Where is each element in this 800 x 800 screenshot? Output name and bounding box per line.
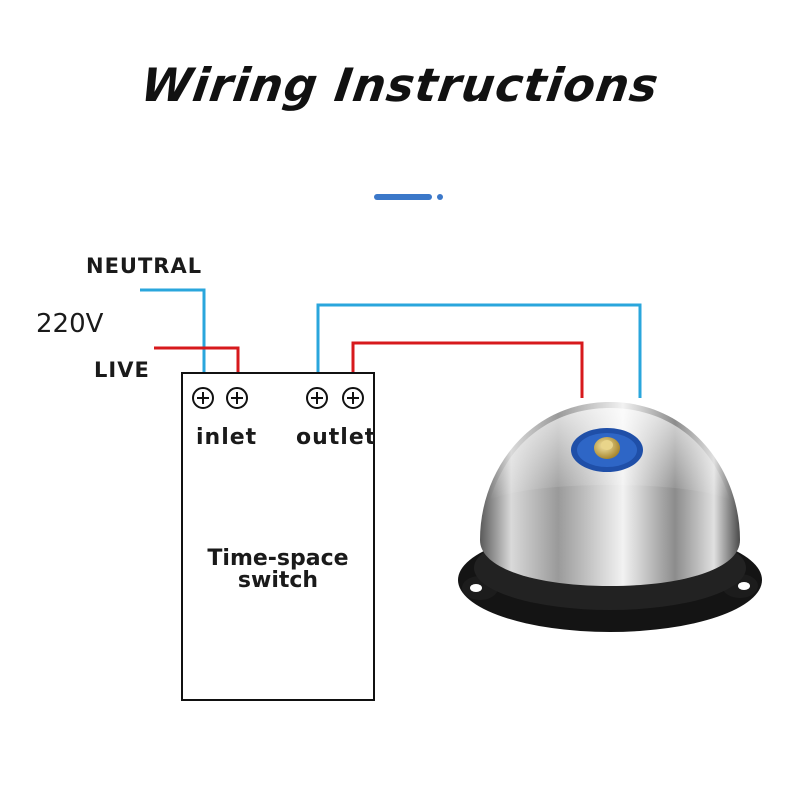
live-label: LIVE bbox=[94, 358, 150, 382]
outlet-neutral-terminal-icon bbox=[306, 387, 328, 409]
title-underline-dot bbox=[437, 194, 443, 200]
inlet-label: inlet bbox=[196, 425, 258, 450]
switch-name-label: Time-space switch bbox=[207, 546, 349, 593]
inlet-live-terminal-icon bbox=[226, 387, 248, 409]
neutral-output-wire bbox=[316, 303, 642, 398]
neutral-label: NEUTRAL bbox=[86, 254, 203, 278]
title-underline-bar bbox=[374, 194, 432, 200]
electric-bell-icon bbox=[458, 402, 762, 632]
live-output-wire bbox=[351, 341, 584, 398]
outlet-label: outlet bbox=[296, 425, 377, 450]
time-switch-box bbox=[181, 372, 375, 701]
neutral-input-wire bbox=[140, 288, 206, 386]
inlet-neutral-terminal-icon bbox=[192, 387, 214, 409]
voltage-label: 220V bbox=[36, 309, 104, 339]
outlet-live-terminal-icon bbox=[342, 387, 364, 409]
